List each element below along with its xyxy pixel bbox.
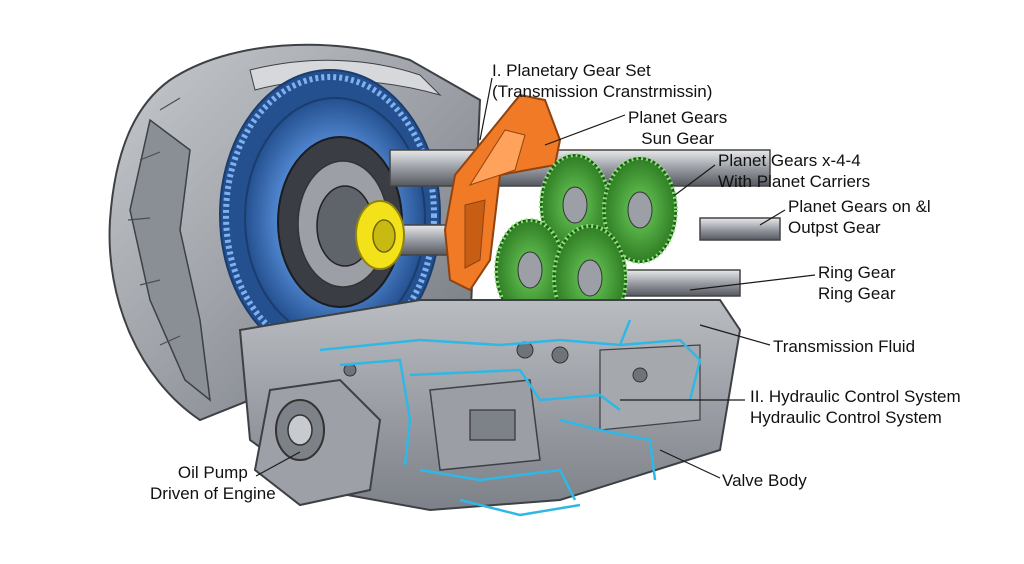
leader-output [759, 209, 786, 226]
label-valve-body: Valve Body [722, 470, 807, 491]
label-transmission-fluid: Transmission Fluid [773, 336, 915, 357]
label-planet-carriers: Planet Gears x-4-4 With Planet Carriers [718, 150, 870, 192]
label-planet-gears-sun: Planet Gears Sun Gear [628, 107, 727, 149]
label-planetary-line2: (Transmission Cranstrmissin) [492, 82, 713, 101]
fluid-channels [319, 319, 702, 517]
label-hydraulic-control: II. Hydraulic Control System Hydraulic C… [750, 386, 961, 428]
planet-carrier [443, 93, 562, 292]
label-oil-pump: Oil Pump Driven of Engine [150, 462, 276, 504]
label-output-gear: Planet Gears on &l Outpst Gear [788, 196, 931, 238]
label-output-line1: Planet Gears on &l [788, 197, 931, 216]
leader-oil-pump [255, 451, 301, 477]
label-hydraulic-line1: II. Hydraulic Control System [750, 387, 961, 406]
leader-lines [255, 77, 816, 479]
sun-gear [355, 200, 405, 270]
oil-pump [253, 378, 382, 507]
leader-ring [689, 274, 816, 291]
label-hydraulic-line2: Hydraulic Control System [750, 408, 942, 427]
leader-valve [659, 449, 721, 479]
label-ring-line1: Ring Gear [818, 263, 896, 282]
leader-fluid [699, 324, 771, 346]
label-valve-line1: Valve Body [722, 471, 807, 490]
label-ring-line2: Ring Gear [818, 284, 896, 303]
label-planet-carriers-line2: With Planet Carriers [718, 172, 871, 191]
label-oil-pump-line2: Driven of Engine [150, 484, 276, 503]
label-ring-gear: Ring Gear Ring Gear [818, 262, 895, 304]
label-oil-pump-line1: Oil Pump [177, 463, 248, 482]
label-planetary-line1: I. Planetary Gear Set [492, 61, 651, 80]
label-planetary-gear-set: I. Planetary Gear Set (Transmission Cran… [492, 60, 712, 102]
label-planet-sun-line1: Planet Gears [628, 108, 728, 127]
label-output-line2: Outpst Gear [788, 218, 881, 237]
label-planet-carriers-line1: Planet Gears x-4-4 [718, 151, 861, 170]
leader-planet-carriers [674, 164, 716, 196]
label-fluid-line1: Transmission Fluid [773, 337, 916, 356]
leader-planet-sun [544, 114, 626, 146]
label-planet-sun-line2: Sun Gear [641, 129, 714, 148]
leader-planetary [479, 77, 493, 141]
